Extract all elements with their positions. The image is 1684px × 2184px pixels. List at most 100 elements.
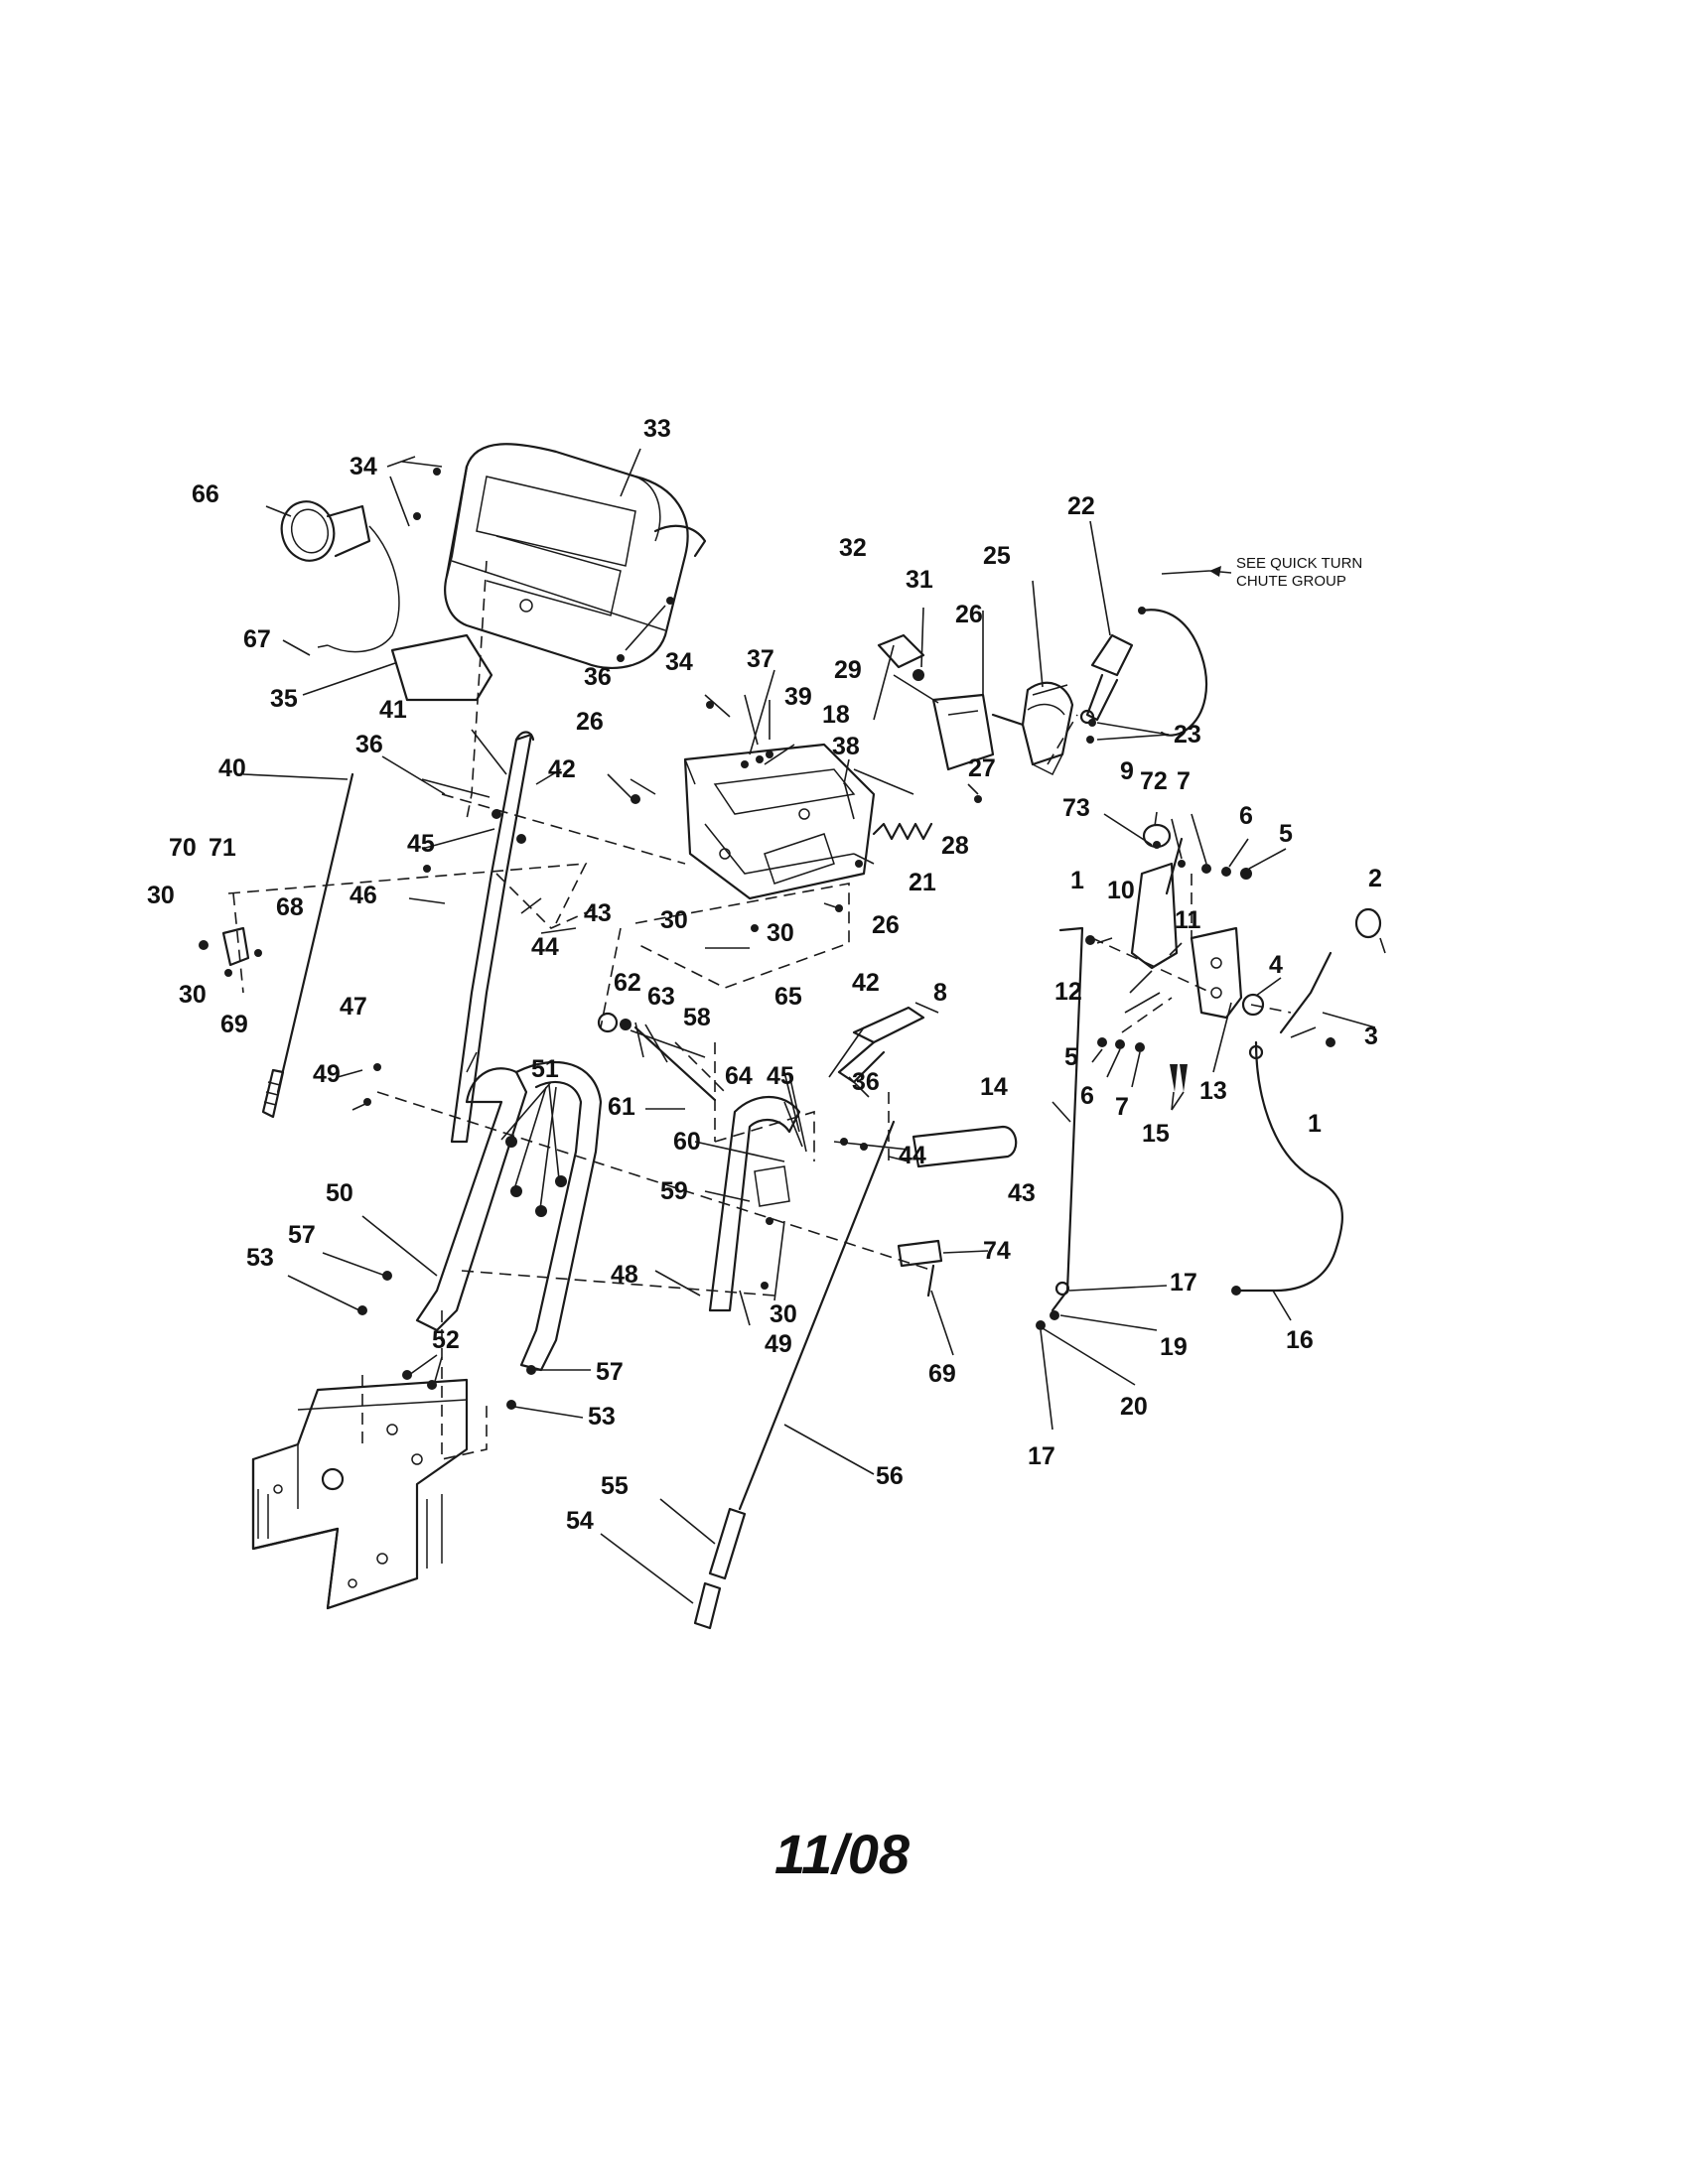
callout-38: 38: [832, 733, 860, 760]
leader-lines: [242, 448, 1386, 1604]
quick-turn-arrow: [1161, 566, 1232, 577]
callout-43: 43: [584, 899, 612, 927]
control-panel-part-39: [683, 743, 876, 900]
right-handle-part-60-48: [708, 1095, 801, 1312]
cable-end-part-62: [597, 1012, 717, 1102]
cable-part-16: [1231, 1040, 1343, 1296]
callout-36: 36: [852, 1068, 880, 1096]
callout-17: 17: [1170, 1269, 1197, 1297]
callout-68: 68: [276, 893, 304, 921]
callout-2: 2: [1368, 865, 1382, 892]
callout-34: 34: [350, 453, 377, 480]
callout-31: 31: [906, 566, 933, 594]
callout-25: 25: [983, 542, 1011, 570]
callout-35: 35: [270, 685, 298, 713]
callout-30: 30: [767, 919, 794, 947]
callout-45: 45: [407, 830, 435, 858]
spring-part-21: [872, 822, 933, 841]
gear-bracket-part-25: [991, 681, 1074, 776]
callout-73: 73: [1062, 794, 1090, 822]
callout-39: 39: [784, 683, 812, 711]
dash-cover-part-33: [444, 443, 707, 670]
callout-36: 36: [584, 663, 612, 691]
link-part-74: [897, 1239, 943, 1297]
control-lever-part-3: [1279, 907, 1382, 1038]
quick-turn-cable: [1138, 607, 1208, 737]
chute-crank-part-22: [1079, 633, 1134, 725]
callout-15: 15: [1142, 1120, 1170, 1148]
callout-32: 32: [839, 534, 867, 562]
assembly-lines: [227, 560, 1292, 1460]
rod-end-part-54: [693, 1581, 722, 1630]
callout-43: 43: [1008, 1179, 1036, 1207]
callout-12: 12: [1054, 978, 1082, 1006]
quick-turn-note-line2: CHUTE GROUP: [1236, 573, 1346, 590]
callout-21: 21: [909, 869, 936, 896]
callout-47: 47: [340, 993, 367, 1021]
callout-74: 74: [983, 1237, 1011, 1265]
callout-20: 20: [1120, 1393, 1148, 1421]
callout-56: 56: [876, 1462, 904, 1490]
callout-labels: 33 34 66 34 36 67 35 41 36 26 42 40 45 4…: [147, 415, 1382, 1535]
callout-1: 1: [1070, 867, 1084, 894]
callout-58: 58: [683, 1004, 711, 1031]
callout-64: 64: [725, 1062, 753, 1090]
callout-34: 34: [665, 648, 693, 676]
callout-57: 57: [288, 1221, 316, 1249]
hardware-part-5-6-7: [1097, 864, 1252, 1052]
callout-18: 18: [822, 701, 850, 729]
callout-61: 61: [608, 1093, 635, 1121]
left-handle-part-41-47: [450, 731, 535, 1144]
callout-67: 67: [243, 625, 271, 653]
callout-55: 55: [601, 1472, 629, 1500]
lever-part-8: [837, 1006, 925, 1084]
callout-44: 44: [899, 1142, 926, 1169]
callout-62: 62: [614, 969, 641, 997]
callout-42: 42: [852, 969, 880, 997]
callout-16: 16: [1286, 1326, 1314, 1354]
hardware-bolts: [357, 468, 1096, 1410]
washer-part-4: [1241, 993, 1265, 1017]
callout-51: 51: [531, 1055, 559, 1083]
callout-59: 59: [660, 1177, 688, 1205]
part-73-72: [1153, 841, 1186, 868]
callout-69: 69: [220, 1011, 248, 1038]
callout-52: 52: [432, 1326, 460, 1354]
callout-17: 17: [1028, 1442, 1055, 1470]
callout-42: 42: [548, 755, 576, 783]
callout-26: 26: [955, 601, 983, 628]
bolt-part-1: [1085, 935, 1335, 1047]
callout-50: 50: [326, 1179, 353, 1207]
rod-part-56: [738, 1120, 896, 1511]
callout-5: 5: [1279, 820, 1293, 848]
callout-60: 60: [673, 1128, 701, 1156]
callout-53: 53: [246, 1244, 274, 1272]
callout-11: 11: [1175, 906, 1201, 934]
bolt-part-31: [912, 669, 924, 681]
callout-46: 46: [350, 882, 377, 909]
callout-49: 49: [765, 1330, 792, 1358]
callout-4: 4: [1269, 951, 1283, 979]
callout-48: 48: [611, 1261, 638, 1289]
callout-54: 54: [566, 1507, 594, 1535]
lower-handle-part-50: [415, 1060, 603, 1372]
callout-65: 65: [774, 983, 802, 1011]
callout-26: 26: [576, 708, 604, 736]
callout-30: 30: [660, 906, 688, 934]
bracket-part-13: [1190, 926, 1243, 1020]
callout-9: 9: [1120, 757, 1134, 785]
callout-63: 63: [647, 983, 675, 1011]
callout-33: 33: [643, 415, 671, 443]
callout-40: 40: [218, 754, 246, 782]
pins-part-15: [1170, 1064, 1188, 1092]
callout-5: 5: [1064, 1043, 1078, 1071]
callout-72: 72: [1140, 767, 1168, 795]
callout-28: 28: [941, 832, 969, 860]
frame-assembly: [251, 1378, 469, 1610]
callout-45: 45: [767, 1062, 794, 1090]
callout-6: 6: [1239, 802, 1253, 830]
date-code: 11/08: [774, 1823, 910, 1885]
callout-1: 1: [1308, 1110, 1322, 1138]
callout-37: 37: [747, 645, 774, 673]
